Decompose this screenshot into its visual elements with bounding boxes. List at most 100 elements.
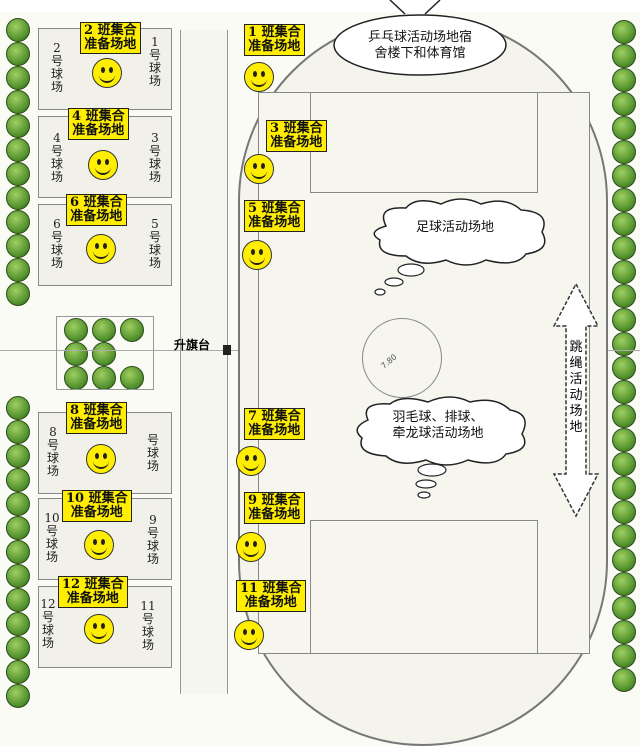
tree: [6, 468, 30, 492]
penalty-box-top: [310, 92, 538, 193]
tree: [6, 282, 30, 306]
tree: [6, 444, 30, 468]
tree: [6, 564, 30, 588]
court-label-10: 10 号 球 场: [44, 511, 60, 564]
smiley-class-11: [234, 620, 264, 650]
tree: [6, 588, 30, 612]
tree: [6, 90, 30, 114]
tree: [6, 420, 30, 444]
tree: [612, 116, 636, 140]
callout-class-6: 6 班集合 准备场地: [66, 194, 127, 226]
smiley-class-4: [88, 150, 118, 180]
court-label-12: 12 号 球 场: [40, 597, 56, 650]
court-label-3: 3 号 球 场: [148, 131, 161, 184]
top-edge: [0, 0, 640, 12]
tree: [612, 500, 636, 524]
smiley-class-3: [244, 154, 274, 184]
tree: [612, 620, 636, 644]
tree: [92, 366, 116, 390]
tree: [6, 516, 30, 540]
tree: [612, 356, 636, 380]
tree: [92, 342, 116, 366]
tree: [6, 492, 30, 516]
tree: [612, 20, 636, 44]
tree: [6, 162, 30, 186]
callout-class-8: 8 班集合 准备场地: [66, 402, 127, 434]
court-label-11: 11 号 球 场: [140, 599, 156, 652]
tree: [6, 660, 30, 684]
smiley-class-1: [244, 62, 274, 92]
flagpole-label: 升旗台: [174, 338, 211, 352]
tree: [6, 114, 30, 138]
tree: [6, 66, 30, 90]
callout-class-4: 4 班集合 准备场地: [68, 108, 129, 140]
smiley-class-5: [242, 240, 272, 270]
bubble-football: [373, 198, 546, 296]
court-label-4: 4 号 球 场: [50, 131, 63, 184]
callout-class-11: 11 班集合 准备场地: [236, 580, 306, 612]
courtyard: [56, 316, 154, 390]
callout-class-5: 5 班集合 准备场地: [244, 200, 305, 232]
court-label-1: 1 号 球 场: [148, 35, 161, 88]
tree: [6, 186, 30, 210]
tree: [6, 18, 30, 42]
smiley-class-8: [86, 444, 116, 474]
tree: [612, 380, 636, 404]
tree: [120, 366, 144, 390]
tree: [6, 396, 30, 420]
tree: [612, 404, 636, 428]
flagpole-icon: [223, 345, 231, 355]
court-label-5: 5 号 球 场: [148, 217, 161, 270]
smiley-class-12: [84, 614, 114, 644]
penalty-box-bottom: [310, 520, 538, 653]
callout-class-3: 3 班集合 准备场地: [266, 120, 327, 152]
tree: [6, 636, 30, 660]
smiley-class-7: [236, 446, 266, 476]
callout-class-10: 10 班集合 准备场地: [62, 490, 132, 522]
court-label-9: 9 号 球 场: [146, 513, 159, 566]
tree: [64, 318, 88, 342]
tree: [6, 540, 30, 564]
tree: [64, 342, 88, 366]
court-label-2: 2 号 球 场: [50, 41, 63, 94]
tree: [6, 42, 30, 66]
callout-class-12: 12 班集合 准备场地: [58, 576, 128, 608]
tree: [612, 668, 636, 692]
tree: [612, 68, 636, 92]
tree: [120, 318, 144, 342]
tree: [612, 476, 636, 500]
center-circle: [362, 318, 442, 398]
tree: [612, 644, 636, 668]
callout-class-1: 1 班集合 准备场地: [244, 24, 305, 56]
court-label-8: 8 号 球 场: [46, 425, 59, 478]
smiley-class-10: [84, 530, 114, 560]
tree: [612, 596, 636, 620]
tree: [612, 284, 636, 308]
callout-class-2: 2 班集合 准备场地: [80, 22, 141, 54]
tree: [612, 212, 636, 236]
tree: [612, 308, 636, 332]
tree: [6, 138, 30, 162]
callout-class-9: 9 班集合 准备场地: [244, 492, 305, 524]
tree: [612, 188, 636, 212]
bubble-pingpong-text: 乒乓球活动场地宿 舍楼下和体育馆: [367, 30, 472, 61]
tree: [612, 236, 636, 260]
tree: [612, 572, 636, 596]
jump-rope-label: 跳 绳 活 动 场 地: [569, 340, 583, 435]
court-label-7: 号 球 场: [146, 433, 159, 473]
tree: [64, 366, 88, 390]
bubble-badminton: [356, 396, 526, 499]
callout-class-7: 7 班集合 准备场地: [244, 408, 305, 440]
tree: [612, 140, 636, 164]
bubble-badminton-text: 羽毛球、排球、 牵龙球活动场地: [392, 410, 484, 441]
tree: [612, 44, 636, 68]
smiley-class-6: [86, 234, 116, 264]
tree: [6, 234, 30, 258]
jump-rope-arrow: [552, 282, 600, 518]
tree: [612, 452, 636, 476]
tree: [612, 524, 636, 548]
tree: [612, 548, 636, 572]
tree: [612, 428, 636, 452]
tree: [612, 164, 636, 188]
bubble-pingpong: [333, 0, 507, 76]
